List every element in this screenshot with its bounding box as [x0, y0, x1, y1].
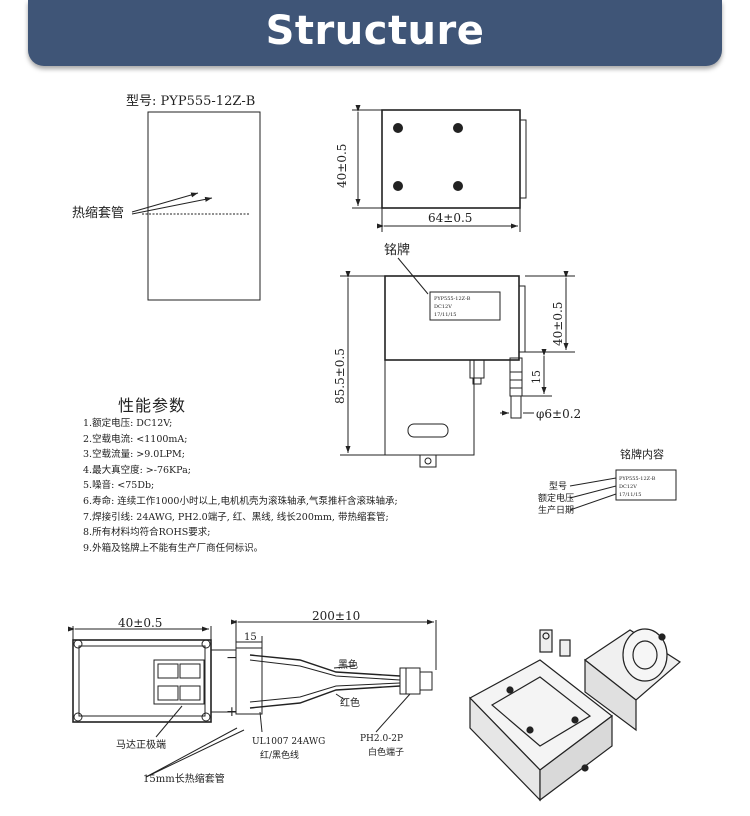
nameplate-line: 17/11/15	[434, 312, 456, 318]
sleeve-arrow	[131, 192, 199, 213]
plus-sign: +	[226, 704, 238, 720]
performance-item: 8.所有材料均符合ROHS要求;	[83, 527, 211, 539]
nameplate-content-line: 17/11/15	[619, 492, 641, 498]
sleeve-length-dim: 15	[244, 632, 257, 643]
sleeve-note: 15mm长热缩套管	[143, 772, 225, 785]
sleeve-label: 热缩套管	[72, 205, 124, 221]
red-wire-label: 红色	[340, 696, 360, 709]
nameplate-content-title: 铭牌内容	[620, 447, 664, 461]
terminal-spec-line: 白色端子	[368, 746, 404, 758]
pump-3d-illustration	[469, 628, 682, 802]
total-height-dim: 85.5±0.5	[333, 348, 347, 404]
motor-positive-label: 马达正极端	[116, 738, 166, 751]
performance-item: 5.噪音: <75Db;	[83, 480, 155, 492]
model-label: 型号: PYP555-12Z-B	[126, 94, 256, 109]
nameplate-label: 铭牌	[384, 242, 410, 258]
nameplate-content-line: DC12V	[619, 484, 637, 490]
cable-spec-line: 红/黑色线	[260, 749, 299, 761]
wiring-length-dim: 200±10	[312, 609, 360, 623]
wiring-width-dim: 40±0.5	[118, 616, 162, 630]
performance-list: 1.额定电压: DC12V; 2.空载电流: <1100mA; 3.空载流量: …	[83, 416, 398, 556]
nameplate-content	[569, 469, 677, 511]
performance-item: 1.额定电压: DC12V;	[83, 418, 173, 429]
wiring-diagram	[68, 619, 437, 778]
performance-item: 7.焊接引线: 24AWG, PH2.0端子, 红、黑线, 线长200mm, 带…	[83, 511, 389, 523]
diameter-dim: φ6±0.2	[536, 407, 581, 421]
nameplate-content-line: PYP555-12Z-B	[619, 476, 656, 482]
nameplate-model-label: 型号	[549, 481, 567, 492]
nozzle-dim: 15	[530, 370, 543, 384]
top-width-dim: 64±0.5	[428, 211, 472, 225]
performance-item: 6.寿命: 连续工作1000小时以上,电机机壳为滚珠轴承,气泵推杆含滚珠轴承;	[83, 495, 398, 507]
top-height-dim: 40±0.5	[335, 144, 349, 188]
performance-item: 9.外箱及铭牌上不能有生产厂商任何标识。	[83, 542, 264, 554]
nameplate-line: DC12V	[434, 304, 452, 310]
nameplate-voltage-label: 额定电压	[538, 492, 574, 504]
body-height-dim: 40±0.5	[551, 302, 565, 346]
pump-top-view	[352, 105, 527, 232]
terminal-spec-line: PH2.0-2P	[360, 734, 403, 744]
page-title: Structure	[265, 8, 485, 54]
header-banner: Structure	[28, 0, 722, 66]
performance-item: 3.空载流量: >9.0LPM;	[83, 449, 185, 461]
performance-item: 4.最大真空度: >-76KPa;	[83, 464, 191, 476]
cable-spec-line: UL1007 24AWG	[252, 737, 325, 747]
black-wire-label: 黑色	[338, 658, 358, 671]
nameplate-line: PYP555-12Z-B	[434, 296, 471, 302]
pump-side-view	[340, 257, 575, 468]
nameplate-box	[429, 291, 501, 321]
sleeve-arrow	[131, 196, 213, 215]
minus-sign: −	[226, 650, 238, 666]
model-panel	[147, 111, 261, 301]
performance-item: 2.空载电流: <1100mA;	[83, 433, 188, 445]
nameplate-date-label: 生产日期	[538, 504, 574, 516]
performance-title: 性能参数	[118, 396, 187, 415]
